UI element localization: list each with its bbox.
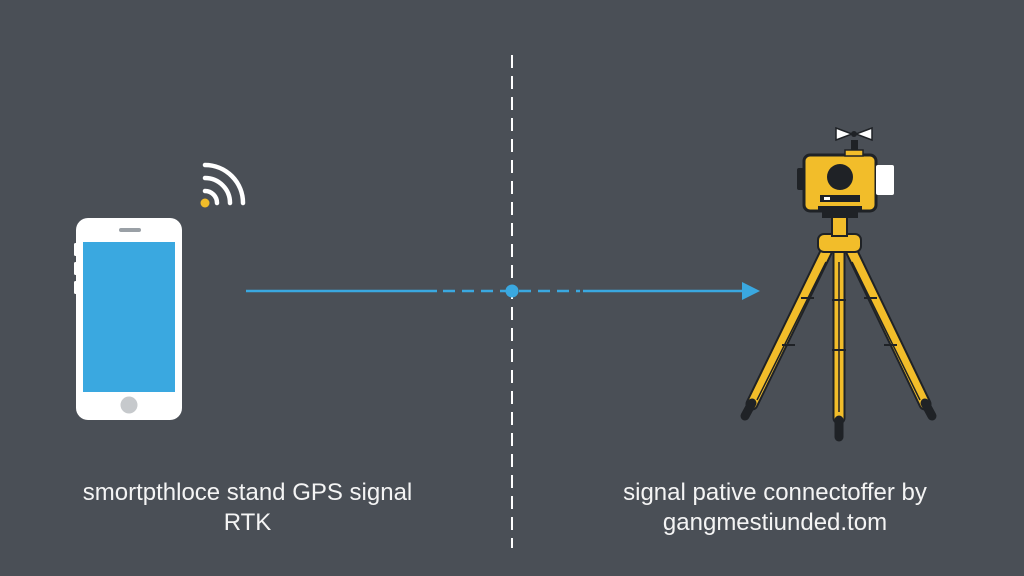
receiver-caption-line1: signal pative connectoffer by bbox=[623, 479, 927, 506]
receiver-caption: signal pative connectoffer by gangmestiu… bbox=[560, 478, 990, 538]
signal-arrow-icon bbox=[246, 282, 760, 300]
tripod-icon bbox=[740, 206, 937, 442]
phone-screen bbox=[83, 242, 175, 392]
gps-receiver-icon bbox=[797, 153, 894, 213]
smartphone-caption-line1: smortpthloce stand GPS signal bbox=[82, 479, 413, 506]
phone-home-button bbox=[120, 396, 138, 414]
arrow-midpoint bbox=[505, 284, 519, 298]
phone-speaker bbox=[119, 228, 141, 232]
smartphone-caption: smortpthloce stand GPS signal RTK bbox=[40, 478, 455, 538]
antenna-icon bbox=[835, 126, 873, 157]
wifi-signal-icon bbox=[200, 162, 246, 208]
smartphone-caption-line2: RTK bbox=[223, 509, 272, 536]
smartphone-icon bbox=[74, 218, 182, 420]
receiver-caption-line2: gangmestiunded.tom bbox=[662, 509, 888, 536]
